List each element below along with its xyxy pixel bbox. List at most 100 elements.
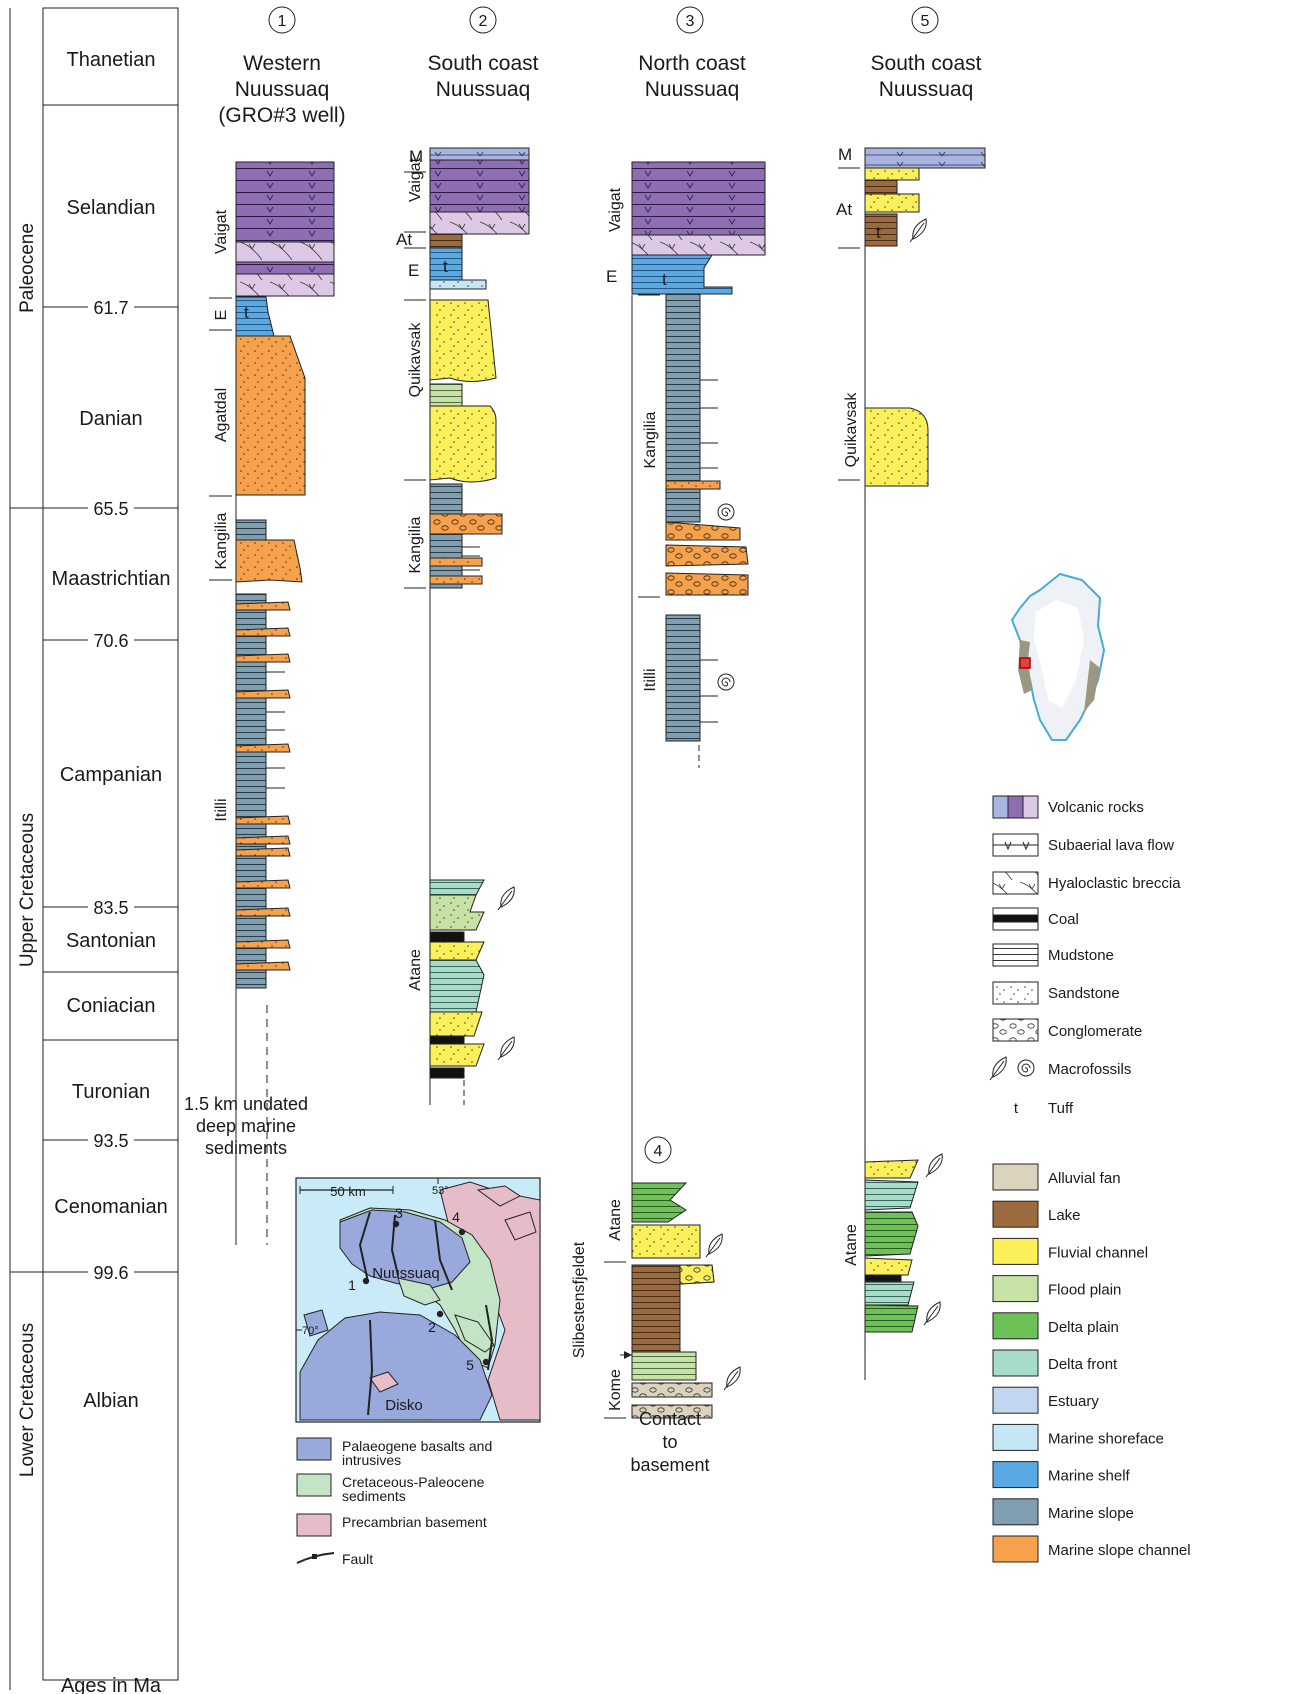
legend-label: Subaerial lava flow [1048,837,1174,854]
age-label: 83.5 [93,898,128,918]
formation-label: Itilli [642,668,659,691]
slope-channel-bed [235,601,291,611]
greenland-coast-land [1084,660,1100,712]
hyaloclastite-unit [631,234,766,256]
slope-channel-bed [235,689,291,699]
map-legend-swatch [296,1437,332,1461]
study-area-marker [1019,657,1031,669]
legend-label: Macrofossils [1048,1061,1131,1078]
fluvial-channel-unit [429,941,485,961]
leaf-fossil-icon [923,1301,941,1326]
column-number: 4 [654,1143,663,1160]
age-label: 99.6 [93,1263,128,1283]
map-legend-label: sediments [342,1488,406,1504]
legend-env-swatch [992,1386,1039,1414]
legend-label: Lake [1048,1207,1081,1224]
map-site-dot [392,1220,400,1228]
slope-channel-bed [235,847,291,857]
map-site-dot [458,1228,466,1236]
legend-label: Delta plain [1048,1319,1119,1336]
slope-channel-sand-unit [235,539,303,583]
map-site-label: 5 [466,1357,474,1373]
map-site-dot [436,1310,444,1318]
stage-label: Selandian [67,197,156,219]
fluvial-channel-unit [429,405,497,483]
column-number-circle [268,6,296,34]
legend-label: Fluvial channel [1048,1244,1148,1261]
map-legend-label: Palaeogene basalts and [342,1438,492,1454]
map-legend-swatch [296,1473,332,1497]
coal-seam [864,1274,902,1282]
map-legend-label: Fault [342,1551,373,1567]
slope-channel-conglomerate [665,521,741,541]
stage-label: Maastrichtian [52,568,171,590]
map-fault [358,1211,371,1283]
marine-slope-unit [235,519,267,541]
slope-channel-bed [235,743,291,753]
formation-label: M [409,147,423,166]
age-label: 70.6 [93,631,128,651]
ages-caption: Ages in Ma [61,1675,162,1694]
legend-label: Coal [1048,911,1079,928]
legend-label: Delta front [1048,1356,1118,1373]
legend-env-swatch [992,1498,1039,1526]
tuff-symbol: t [443,257,448,276]
alluvial-fan-unit [631,1404,713,1419]
map-disko-basement [369,1371,399,1393]
delta-plain-unit [864,1304,919,1333]
formation-label: At [396,230,412,249]
slope-channel-conglomerate [665,544,749,567]
stage-label: Campanian [60,764,162,786]
legend-label: Conglomerate [1048,1023,1142,1040]
legend-swatch [1022,795,1039,819]
age-label: 65.5 [93,499,128,519]
leaf-fossil-icon [723,1366,741,1391]
map-fault [367,1319,374,1416]
legend-swatch [992,871,1039,895]
leaf-stem [925,1157,941,1178]
map-legend-label: Cretaceous-Paleocene [342,1474,485,1490]
marine-slope-unit [235,593,267,989]
map-site-label: 4 [452,1209,460,1225]
fluvial-channel-unit [631,1224,701,1259]
column-number: 2 [479,13,488,30]
hyaloclastite-unit [429,211,530,235]
ammonite-outer [1017,1059,1035,1077]
shoreface-unit [429,279,487,290]
stage-label: Cenomanian [54,1196,167,1218]
tuff-symbol: t [876,223,881,242]
formation-label: Kome [607,1369,624,1411]
map-disko-basalt [299,1311,493,1421]
column-number-circle [911,6,939,34]
leaf-stem [723,1370,739,1391]
legend-label: Volcanic rocks [1048,799,1144,816]
contact-arrow-head [624,1351,632,1359]
leaf-stem [497,890,513,911]
age-label-bg [88,1261,134,1281]
column-number: 1 [278,13,287,30]
column-number: 3 [686,13,695,30]
leaf-outline [928,1153,943,1175]
epoch-label: Paleocene [17,223,38,313]
lithology-columns: tVaigatEAgatdalKangiliaItillitVaigatMAtE… [209,145,986,1419]
column-title: Nuussuaq [645,78,740,101]
delta-front-unit [429,879,485,896]
stage-label: Albian [83,1390,139,1412]
column-note: sediments [205,1138,287,1158]
map-scale-label: 50 km [330,1184,365,1199]
fluvial-channel-unit [429,299,497,382]
formation-label: Atane [843,1224,860,1266]
formation-label: Kangilia [213,512,230,569]
delta-front-sand [429,894,485,931]
legend-label: Marine shoreface [1048,1430,1164,1447]
stage-label: Coniacian [67,995,156,1017]
leaf-stem [497,1040,513,1061]
formation-label: Vaigat [407,157,424,202]
volcanic-lava-unit [235,161,335,243]
age-label-bg [88,497,134,517]
greenland-inset [1010,572,1106,741]
chronostratigraphy-column: ThanetianSelandianDanianMaastrichtianCam… [9,7,179,1694]
stage-label: Turonian [72,1081,150,1103]
